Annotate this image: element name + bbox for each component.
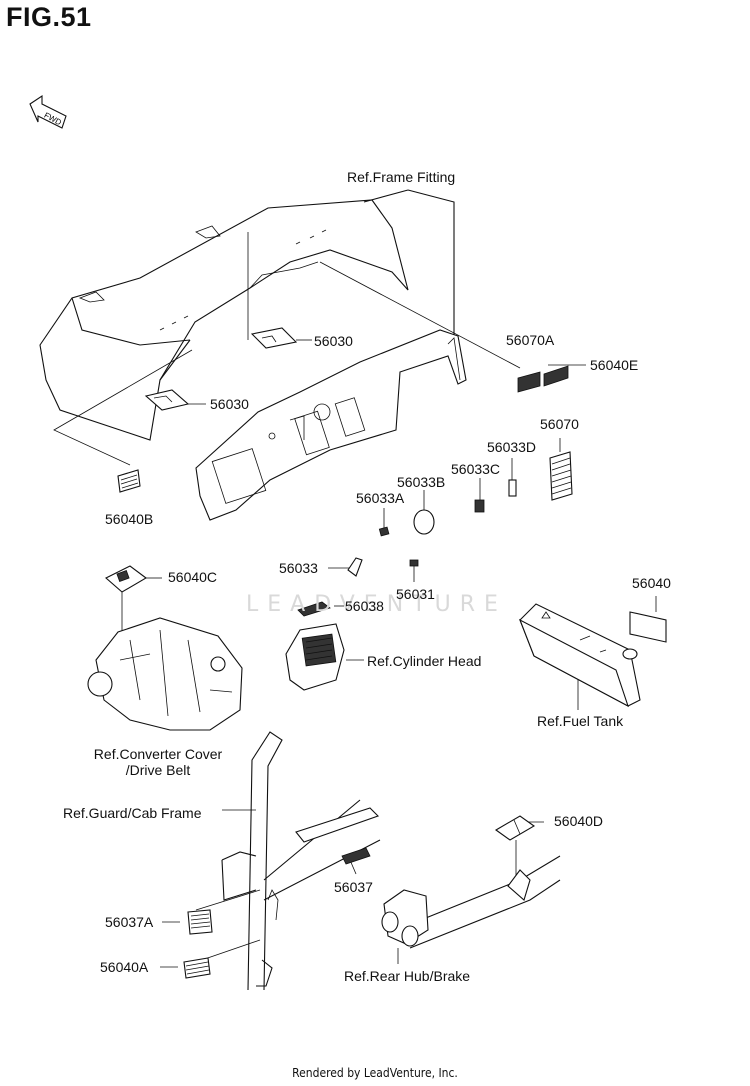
- label-56040A[interactable]: 56040A: [100, 959, 149, 975]
- decal-56037A-icon: [187, 909, 213, 935]
- label-ref-rear-hub-brake[interactable]: Ref.Rear Hub/Brake: [344, 968, 471, 984]
- label-56038[interactable]: 56038: [345, 598, 384, 614]
- rear-hub-brake-drawing: [381, 855, 561, 949]
- label-ref-converter-cover-line2: /Drive Belt: [125, 762, 191, 778]
- decal-56033A-icon: [378, 526, 390, 537]
- decal-56033C-icon: [474, 499, 485, 513]
- top-cover-panel-drawing: [39, 199, 409, 441]
- label-56040D[interactable]: 56040D: [554, 813, 604, 829]
- label-ref-frame-fitting[interactable]: Ref.Frame Fitting: [347, 169, 456, 185]
- label-56040E[interactable]: 56040E: [590, 357, 639, 373]
- decal-56040E-icon: [543, 365, 569, 387]
- label-56033A[interactable]: 56033A: [356, 490, 405, 506]
- figure-title: FIG.51: [6, 2, 92, 32]
- decal-56040B-icon: [117, 469, 141, 493]
- decal-56030-upper-icon: [250, 327, 298, 349]
- decal-56070A-icon: [517, 371, 541, 393]
- label-56030-lower[interactable]: 56030: [210, 396, 249, 412]
- dashboard-frame-drawing: [195, 329, 467, 521]
- fuel-tank-drawing: [518, 603, 641, 708]
- decal-56040A-icon: [183, 957, 211, 979]
- label-ref-converter-cover[interactable]: Ref.Converter Cover /Drive Belt: [80, 746, 236, 778]
- watermark: LEADVENTURE: [246, 592, 507, 617]
- label-56033B[interactable]: 56033B: [397, 474, 446, 490]
- fwd-arrow-icon: FWD: [29, 94, 67, 129]
- footer-credit: Rendered by LeadVenture, Inc.: [292, 1066, 458, 1080]
- decal-56033B-icon: [413, 509, 435, 535]
- converter-cover-drawing: [87, 617, 243, 731]
- decal-56037-icon: [341, 847, 371, 865]
- label-56030-upper[interactable]: 56030: [314, 333, 353, 349]
- label-ref-converter-cover-line1: Ref.Converter Cover: [93, 746, 223, 762]
- label-56040C[interactable]: 56040C: [168, 569, 218, 585]
- decal-56038-icon: [297, 601, 331, 617]
- label-56070A[interactable]: 56070A: [506, 332, 555, 348]
- decal-56033-icon: [347, 557, 363, 577]
- cylinder-head-drawing: [285, 623, 345, 691]
- label-ref-fuel-tank[interactable]: Ref.Fuel Tank: [537, 713, 624, 729]
- decal-56070-icon: [549, 451, 573, 501]
- label-ref-guard-cab-frame[interactable]: Ref.Guard/Cab Frame: [63, 805, 202, 821]
- decal-56040C-icon: [105, 565, 147, 593]
- label-56037A[interactable]: 56037A: [105, 914, 154, 930]
- label-56037[interactable]: 56037: [334, 879, 373, 895]
- decal-56033D-icon: [508, 479, 517, 497]
- label-56040B[interactable]: 56040B: [105, 511, 154, 527]
- label-56031[interactable]: 56031: [396, 586, 435, 602]
- label-56033C[interactable]: 56033C: [451, 461, 501, 477]
- label-56033[interactable]: 56033: [279, 560, 318, 576]
- decal-56031-icon: [409, 559, 419, 567]
- label-56033D[interactable]: 56033D: [487, 439, 537, 455]
- label-56040[interactable]: 56040: [632, 575, 671, 591]
- decal-56030-lower-icon: [144, 389, 190, 411]
- decal-56040-icon: [629, 611, 667, 643]
- guard-cab-frame-drawing: [221, 731, 381, 991]
- label-ref-cylinder-head[interactable]: Ref.Cylinder Head: [367, 653, 482, 669]
- decal-56040D-icon: [494, 815, 536, 841]
- label-56070[interactable]: 56070: [540, 416, 579, 432]
